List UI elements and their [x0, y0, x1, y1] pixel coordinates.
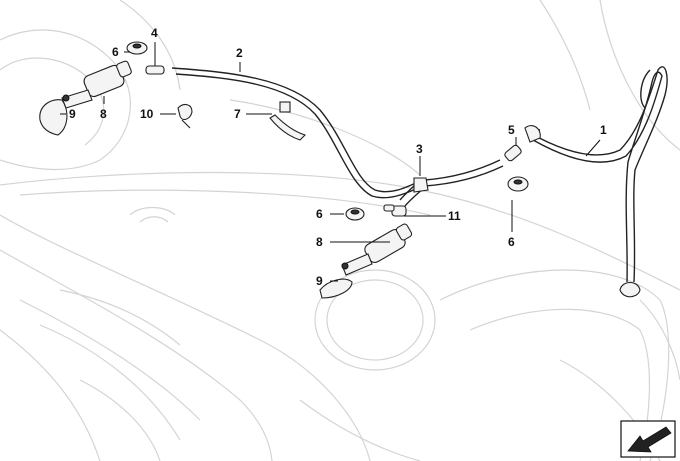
nozzle-cap-left: [39, 99, 68, 136]
hose-clamp-6a: [126, 41, 148, 55]
t-connector-3: [413, 177, 429, 193]
hose-clamp-6b: [345, 207, 365, 221]
hose-end-coupling: [619, 281, 641, 298]
callout-9b: 9: [316, 274, 323, 288]
callout-2: 2: [236, 46, 243, 60]
hose-clamp-6c: [507, 176, 529, 192]
callout-4: 4: [151, 26, 158, 40]
washer-pump-center: [341, 223, 413, 276]
callout-6c: 6: [508, 235, 515, 249]
callout-8a: 8: [100, 107, 107, 121]
callout-3: 3: [416, 142, 423, 156]
callout-11: 11: [448, 209, 461, 223]
callout-10: 10: [140, 107, 154, 121]
clip-7: [269, 101, 307, 141]
leader-lines: [60, 42, 601, 282]
check-valve-11: [383, 204, 407, 217]
nozzle-cap-center: [319, 278, 353, 299]
callout-9a: 9: [69, 107, 76, 121]
callout-1: 1: [600, 123, 607, 137]
connector-5: [504, 125, 541, 162]
clip-10: [177, 103, 193, 129]
callout-8b: 8: [316, 235, 323, 249]
connector-4: [145, 65, 165, 75]
callout-7: 7: [234, 107, 241, 121]
washer-pump-left: [61, 60, 132, 109]
callout-5: 5: [508, 123, 515, 137]
callout-6b: 6: [316, 207, 323, 221]
callout-labels: 1 2 3 4 5 6 6 6 7 8 8 9 9 10 11: [69, 26, 607, 288]
direction-arrow-icon: [620, 420, 676, 458]
callout-6a: 6: [112, 45, 119, 59]
